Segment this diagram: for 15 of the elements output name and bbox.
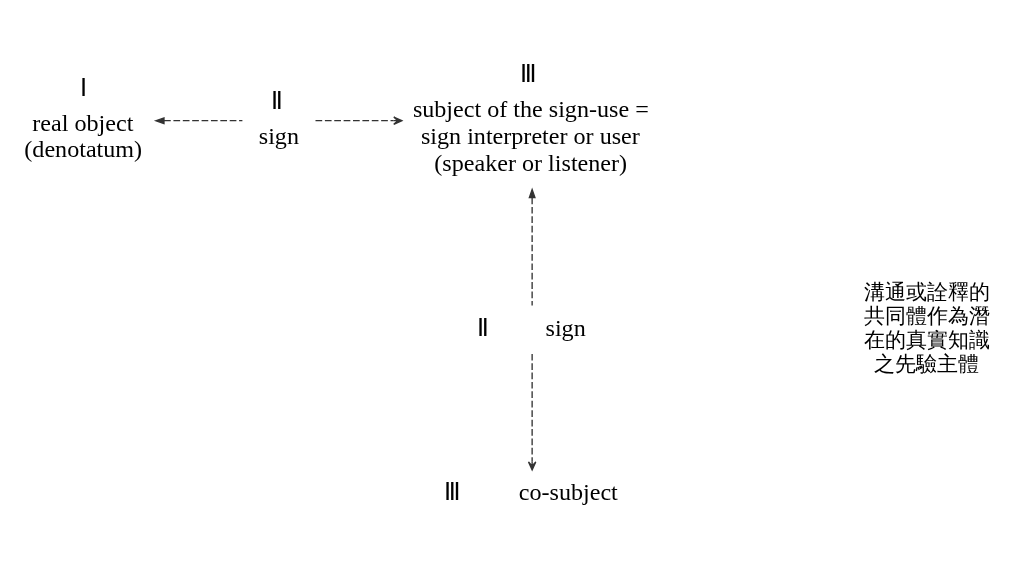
node-label: Ⅲ: [443, 478, 461, 505]
node-text: sign: [545, 314, 586, 341]
arrow: [153, 116, 244, 124]
node-label: Ⅰ: [79, 74, 87, 101]
node-label: Ⅱ: [270, 87, 283, 114]
node-text: real object (denotatum): [24, 109, 143, 162]
node-label: Ⅲ: [520, 60, 538, 87]
node-text: subject of the sign-use = sign interpreter or user (speaker or listener): [412, 95, 649, 176]
node-label: Ⅱ: [477, 314, 490, 341]
node-text: co-subject: [518, 478, 618, 505]
node-text: sign: [258, 122, 299, 149]
label: 溝通或詮釋的共同體作為潛在的真實知識之先驗主體: [863, 279, 990, 376]
arrow: [527, 352, 537, 471]
arrow: [314, 115, 403, 125]
arrow: [528, 187, 536, 306]
